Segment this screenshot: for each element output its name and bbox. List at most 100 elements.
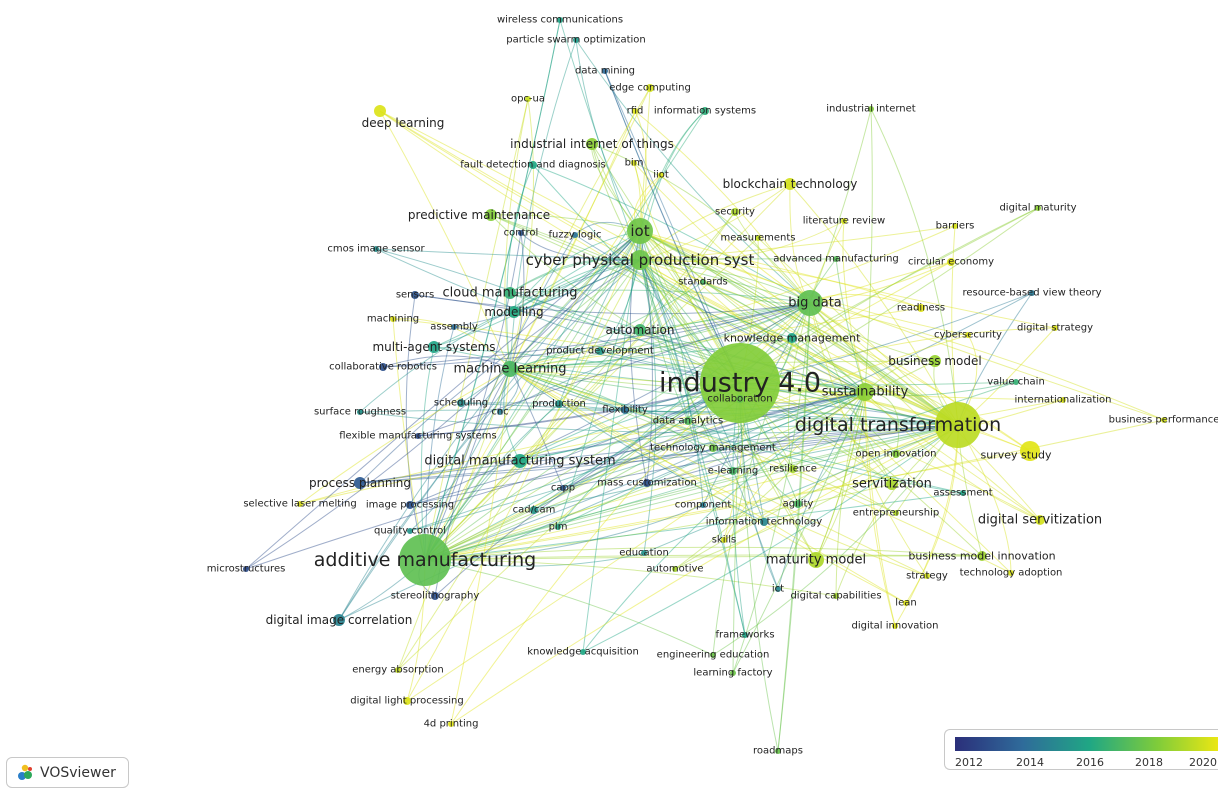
keyword-label[interactable]: data analytics [653,416,723,427]
keyword-label[interactable]: iot [630,222,649,240]
keyword-label[interactable]: industrial internet of things [510,137,674,151]
keyword-label[interactable]: stereolithography [391,591,480,602]
keyword-label[interactable]: industrial internet [826,104,916,115]
keyword-node[interactable] [965,332,971,338]
keyword-label[interactable]: fault detection and diagnosis [460,160,606,171]
keyword-label[interactable]: advanced manufacturing [773,254,899,265]
keyword-node[interactable] [399,534,451,586]
keyword-node[interactable] [529,161,537,169]
keyword-label[interactable]: survey study [980,449,1052,462]
keyword-label[interactable]: scheduling [434,398,488,409]
keyword-node[interactable] [797,290,823,316]
keyword-label[interactable]: industry 4.0 [659,368,821,399]
keyword-label[interactable]: standards [678,277,728,288]
keyword-node[interactable] [856,383,874,401]
keyword-label[interactable]: readiness [897,303,945,314]
keyword-label[interactable]: collaborative robotics [329,362,437,373]
keyword-node[interactable] [530,506,538,514]
keyword-label[interactable]: technology adoption [960,568,1063,579]
keyword-node[interactable] [557,17,563,23]
keyword-node[interactable] [621,406,629,414]
keyword-node[interactable] [929,355,941,367]
keyword-label[interactable]: control [504,228,539,239]
keyword-node[interactable] [643,479,651,487]
keyword-node[interactable] [917,304,925,312]
keyword-node[interactable] [1008,570,1014,576]
keyword-node[interactable] [794,500,802,508]
keyword-node[interactable] [646,84,654,92]
keyword-node[interactable] [755,235,761,241]
keyword-node[interactable] [560,485,566,491]
keyword-label[interactable]: literature review [803,216,885,227]
keyword-label[interactable]: quality control [374,526,446,537]
keyword-label[interactable]: iiot [653,170,669,181]
keyword-label[interactable]: internationalization [1015,395,1112,406]
keyword-node[interactable] [573,37,579,43]
keyword-node[interactable] [415,433,421,439]
keyword-label[interactable]: sustainability [822,385,909,400]
keyword-node[interactable] [775,748,781,754]
keyword-label[interactable]: cad/cam [513,505,556,516]
keyword-node[interactable] [555,524,561,530]
keyword-node[interactable] [736,395,744,403]
keyword-label[interactable]: digital maturity [999,203,1076,214]
keyword-label[interactable]: process planning [309,476,411,490]
keyword-node[interactable] [555,400,563,408]
keyword-label[interactable]: data mining [575,66,635,77]
keyword-label[interactable]: cyber physical production syst [526,251,755,269]
keyword-label[interactable]: measurements [721,233,796,244]
keyword-label[interactable]: cybersecurity [934,330,1002,341]
keyword-node[interactable] [893,510,899,516]
keyword-label[interactable]: selective laser melting [243,499,356,510]
keyword-label[interactable]: digital manufacturing system [424,454,615,469]
keyword-node[interactable] [632,108,638,114]
keyword-label[interactable]: component [675,500,732,511]
keyword-node[interactable] [947,258,955,266]
keyword-node[interactable] [700,343,780,423]
keyword-label[interactable]: digital innovation [851,621,938,632]
keyword-node[interactable] [634,324,646,336]
keyword-node[interactable] [760,518,768,526]
keyword-label[interactable]: roadmaps [753,746,803,757]
keyword-node[interactable] [1020,441,1040,461]
keyword-label[interactable]: opc-ua [511,94,545,105]
keyword-label[interactable]: knowledge management [724,332,861,345]
keyword-label[interactable]: rfid [627,106,644,117]
keyword-label[interactable]: resource-based view theory [963,288,1102,299]
keyword-node[interactable] [1161,417,1167,423]
keyword-label[interactable]: engineering education [657,650,770,661]
keyword-label[interactable]: skills [712,535,737,546]
keyword-label[interactable]: 4d printing [424,719,479,730]
keyword-label[interactable]: information technology [706,517,823,528]
keyword-node[interactable] [935,402,981,448]
keyword-label[interactable]: cloud manufacturing [443,286,578,301]
keyword-label[interactable]: information systems [654,106,756,117]
keyword-node[interactable] [497,409,503,415]
keyword-node[interactable] [924,573,930,579]
keyword-label[interactable]: entrepreneurship [853,508,939,519]
keyword-node[interactable] [373,246,379,252]
keyword-label[interactable]: resilience [769,464,817,475]
keyword-label[interactable]: assembly [430,322,478,333]
keyword-node[interactable] [602,68,608,74]
keyword-node[interactable] [485,209,497,221]
keyword-label[interactable]: edge computing [609,83,691,94]
keyword-label[interactable]: circular economy [908,257,994,268]
keyword-node[interactable] [1029,290,1035,296]
keyword-label[interactable]: bim [625,158,644,169]
keyword-node[interactable] [395,667,401,673]
keyword-label[interactable]: additive manufacturing [314,549,536,571]
keyword-label[interactable]: agility [783,499,814,510]
keyword-node[interactable] [448,721,454,727]
keyword-label[interactable]: digital light processing [350,696,464,707]
keyword-node[interactable] [892,450,900,458]
keyword-node[interactable] [431,592,439,600]
keyword-node[interactable] [525,96,531,102]
keyword-label[interactable]: business model [888,354,981,368]
keyword-label[interactable]: lean [895,598,916,609]
keyword-node[interactable] [596,347,604,355]
keyword-node[interactable] [775,586,781,592]
keyword-node[interactable] [580,649,586,655]
keyword-label[interactable]: business model innovation [908,550,1055,563]
keyword-label[interactable]: maturity model [766,553,866,568]
